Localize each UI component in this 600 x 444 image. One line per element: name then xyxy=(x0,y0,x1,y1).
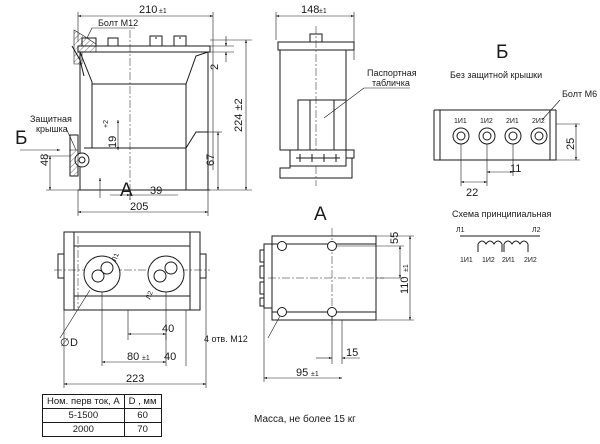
current-diameter-table: Ном. перв ток, А D , мм 5-1500 60 2000 7… xyxy=(42,394,162,437)
dim-148-tol: ±1 xyxy=(319,8,327,15)
mass-note: Масса, не более 15 кг xyxy=(254,414,356,425)
protective-cover-label-1: Защитная xyxy=(30,114,72,124)
mounting-hole xyxy=(277,241,287,251)
view-b-marker: Б xyxy=(15,128,27,149)
schematic-terminal: 1И1 xyxy=(460,257,473,264)
dim-223: 223 xyxy=(126,373,144,385)
terminal-4: 2И2 xyxy=(530,118,548,145)
view-b-title: Б xyxy=(496,42,508,63)
nameplate-label-2: табличка xyxy=(372,78,410,88)
table-header: Ном. перв ток, А xyxy=(42,394,125,409)
dim-205: 205 xyxy=(130,201,148,213)
schematic-terminal: 2И1 xyxy=(502,257,515,264)
terminal-2: 1И2 xyxy=(478,118,496,145)
mounting-hole xyxy=(277,307,287,317)
dim-15: 15 xyxy=(346,347,358,359)
dim-80: 80 xyxy=(127,351,139,363)
mounting-hole xyxy=(327,307,337,317)
terminal-label: 1И2 xyxy=(480,118,493,125)
table-row: 5-1500 60 xyxy=(42,408,162,423)
bolt-m6-label: Болт М6 xyxy=(562,89,597,99)
terminal-label: 1И1 xyxy=(454,118,467,125)
dim-22: 22 xyxy=(466,187,478,199)
dim-48: 48 xyxy=(39,154,51,166)
table-row: 2000 70 xyxy=(42,422,162,437)
schematic-l2: Л2 xyxy=(532,227,541,234)
dim-2: 2 xyxy=(209,64,221,70)
dim-110: 110 xyxy=(399,276,411,294)
view-a: А 4 отв. М12 55 110 ±1 15 xyxy=(204,204,414,382)
dim-67: 67 xyxy=(205,154,217,166)
terminal-3: 2И1 xyxy=(504,118,522,145)
side-view: 148 ±1 Паспортная табличка xyxy=(275,4,417,186)
schematic-terminal: 2И2 xyxy=(524,257,537,264)
terminal-1: 1И1 xyxy=(452,118,470,145)
dim-39: 39 xyxy=(150,185,162,197)
holes-label: 4 отв. М12 xyxy=(204,334,248,344)
schematic-title: Схема принципиальная xyxy=(452,209,551,219)
primary-terminal-1: Л1 xyxy=(83,252,121,293)
dim-80-tol: ±1 xyxy=(142,355,150,362)
dim-210-tol: ±1 xyxy=(159,8,167,15)
bottom-view: Л1 Л2 ∅ D 40 80 ±1 40 223 xyxy=(54,231,210,388)
terminal-label: 2И1 xyxy=(506,118,519,125)
primary-mark: Л2 xyxy=(145,290,155,300)
dim-25: 25 xyxy=(565,138,577,150)
diameter-d: D xyxy=(70,337,78,349)
front-view: 210 ±1 Болт М12 За xyxy=(15,4,252,216)
dim-224: 224 ±2 xyxy=(233,98,245,132)
dim-110-tol: ±1 xyxy=(403,264,410,272)
nameplate-label-1: Паспортная xyxy=(367,68,417,78)
table-cell: 2000 xyxy=(42,422,125,437)
table-header: D , мм xyxy=(123,394,162,409)
dim-95-tol: ±1 xyxy=(311,371,319,378)
view-a-title: А xyxy=(314,204,327,225)
table-cell: 70 xyxy=(123,422,162,437)
primary-mark: Л1 xyxy=(111,252,121,262)
dim-148: 148 xyxy=(301,4,319,16)
dim-40-lower: 40 xyxy=(164,351,176,363)
schematic: Схема принципиальная Л1 Л2 1И1 1И2 2И1 2… xyxy=(452,209,551,264)
dim-210: 210 xyxy=(139,4,157,16)
dim-95: 95 xyxy=(296,367,308,379)
diameter-label: ∅ xyxy=(60,337,70,349)
bolt-m12-label: Болт М12 xyxy=(98,18,138,28)
terminal-bolt xyxy=(107,37,119,47)
dim-11: 11 xyxy=(510,163,521,175)
mounting-hole xyxy=(327,241,337,251)
dim-19-tol: +2 xyxy=(103,120,110,128)
schematic-terminal: 1И2 xyxy=(482,257,495,264)
protective-cover-label-2: крышка xyxy=(36,124,68,134)
table-cell: 5-1500 xyxy=(42,408,125,423)
table-cell: 60 xyxy=(123,408,162,423)
dim-55: 55 xyxy=(389,232,401,244)
dim-19: 19 xyxy=(107,136,119,148)
view-b-subtitle: Без защитной крышки xyxy=(450,70,542,80)
dim-40-upper: 40 xyxy=(162,323,174,335)
terminal-label: 2И2 xyxy=(532,118,545,125)
view-b: Б Без защитной крышки Болт М6 1И1 1И2 2И… xyxy=(433,42,597,199)
view-a-marker: А xyxy=(120,180,133,201)
schematic-l1: Л1 xyxy=(456,227,465,234)
primary-terminal-2: Л2 xyxy=(145,255,185,301)
table-header-row: Ном. перв ток, А D , мм xyxy=(42,394,162,409)
